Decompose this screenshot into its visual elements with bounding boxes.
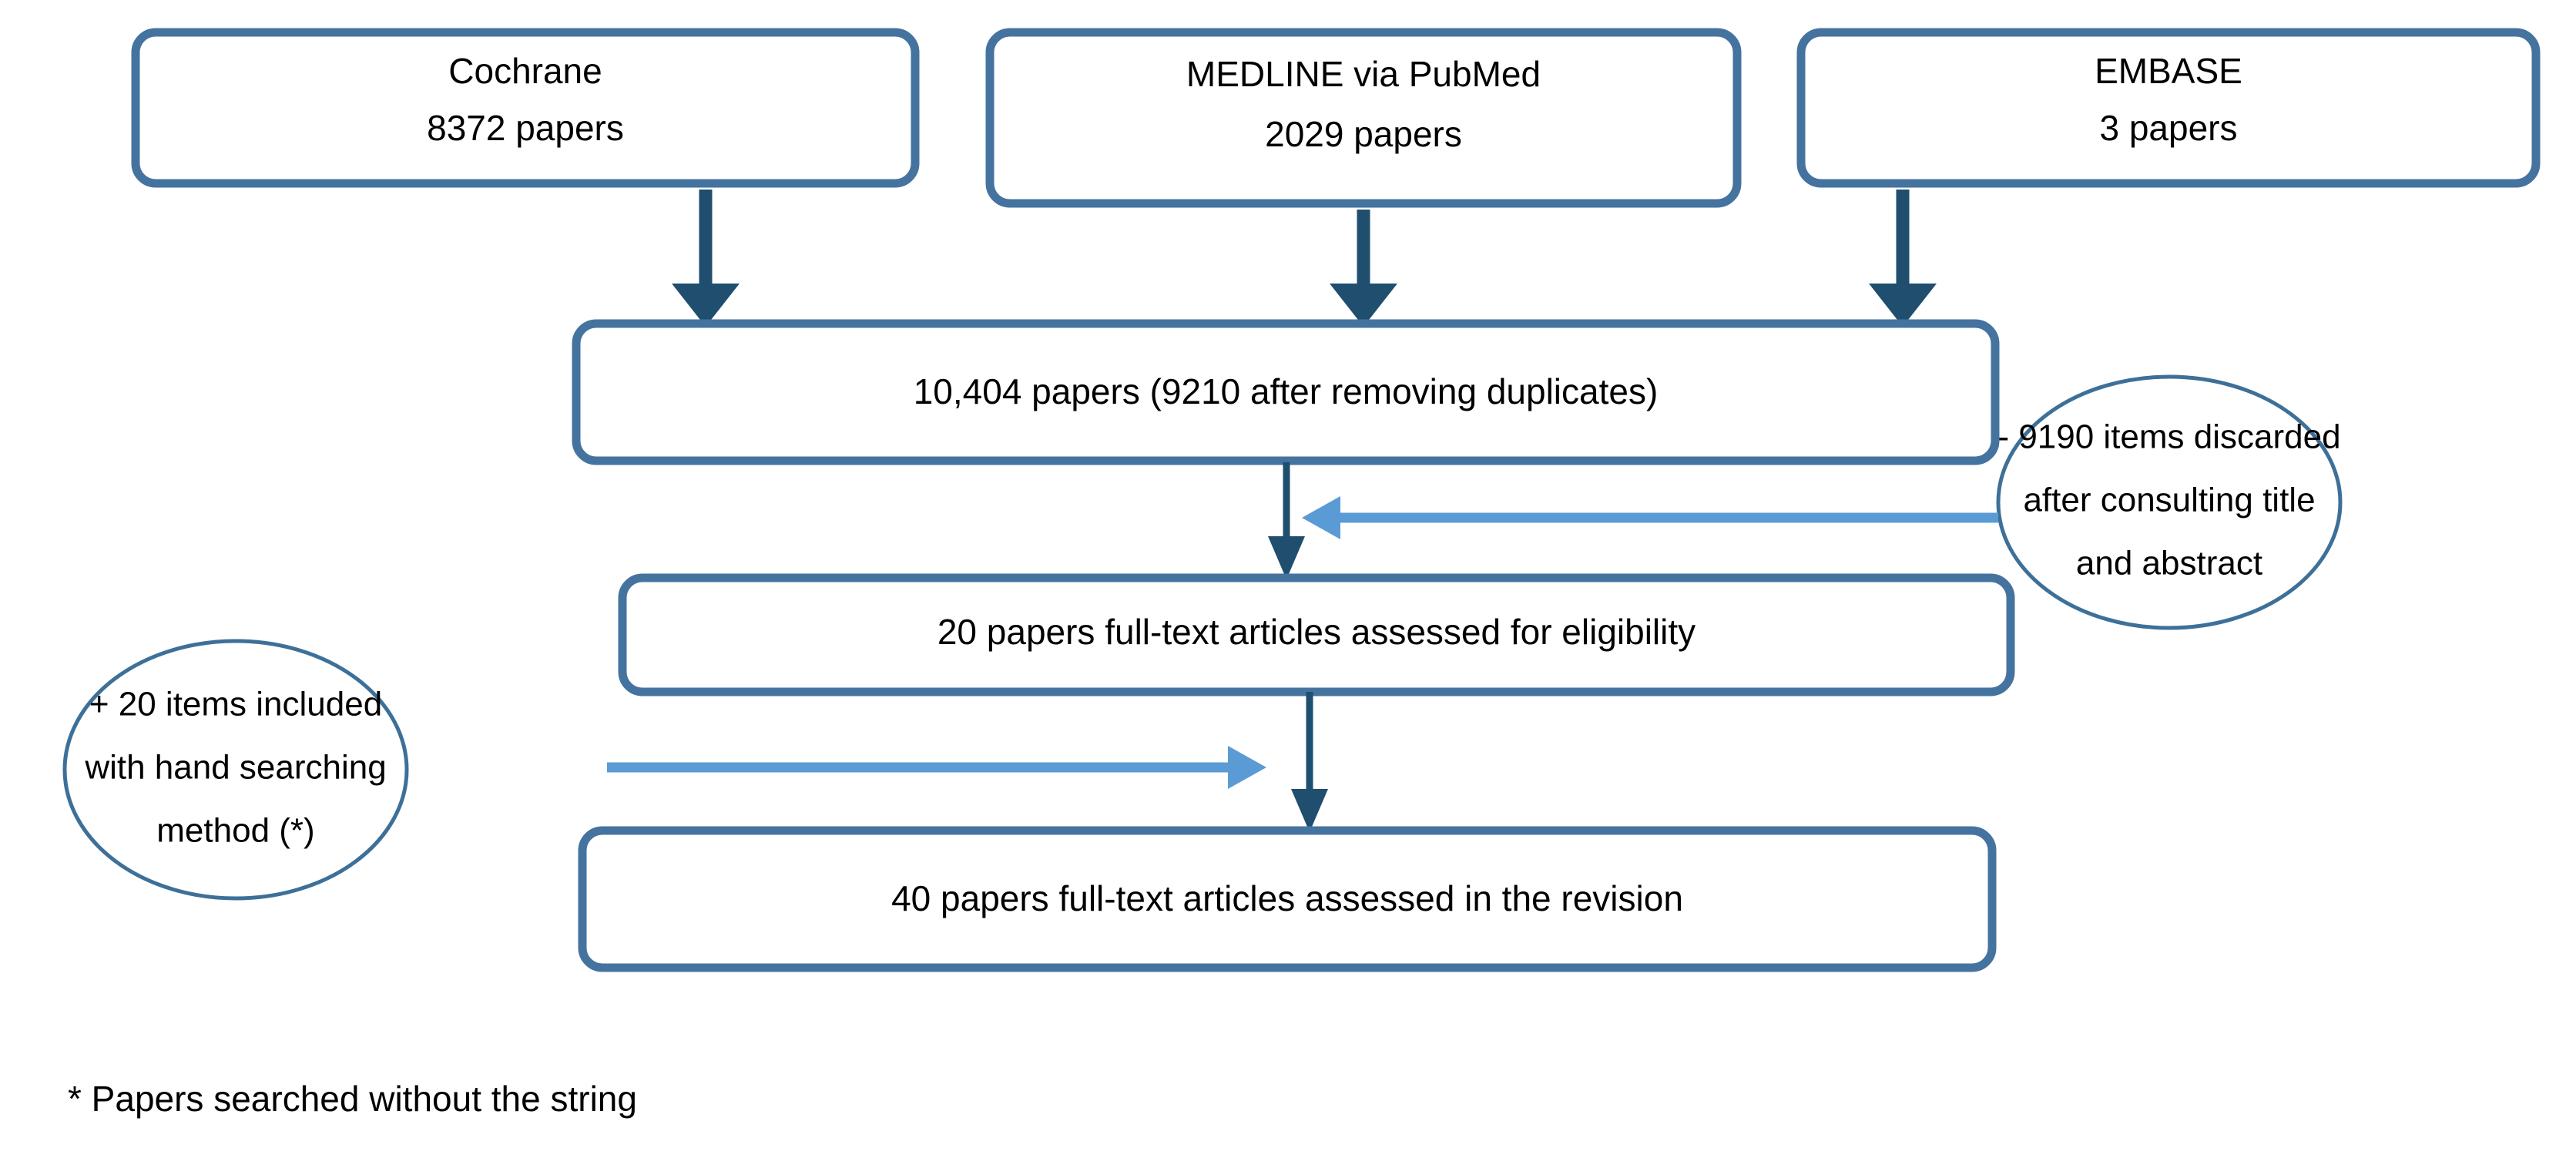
source-box-embase-line1: EMBASE (2095, 51, 2242, 91)
arrow-hand-search-to-spine (607, 746, 1266, 789)
source-box-cochrane-line1: Cochrane (448, 51, 602, 91)
source-node-embase[interactable]: EMBASE 3 papers (1796, 28, 2541, 188)
source-node-medline[interactable]: MEDLINE via PubMed 2029 papers (985, 28, 1742, 208)
annotation-excluded-line1: - 9190 items discarded (1997, 418, 2340, 456)
source-box-embase[interactable] (1796, 28, 2541, 188)
annotation-hand-search-line1: + 20 items included (89, 686, 382, 723)
stage-box-records-identified[interactable] (572, 319, 2000, 465)
arrow-pool-to-eligibility (1268, 462, 1305, 579)
arrow-embase-to-pool (1869, 190, 1937, 327)
stage-node-eligibility[interactable]: 20 papers full-text articles assessed fo… (618, 573, 2015, 696)
annotation-hand-search-line3: method (*) (156, 812, 314, 850)
source-box-cochrane[interactable] (131, 28, 920, 188)
stage-box-revision-label: 40 papers full-text articles assessed in… (891, 878, 1683, 918)
annotation-hand-search-line2: with hand searching (84, 749, 386, 787)
stage-box-revision[interactable] (578, 826, 1997, 972)
annotation-ellipse-excluded[interactable] (1996, 374, 2343, 630)
stage-box-eligibility-label: 20 papers full-text articles assessed fo… (937, 612, 1696, 652)
source-box-medline[interactable] (985, 28, 1742, 208)
annotation-node-excluded[interactable]: - 9190 items discarded after consulting … (1996, 374, 2343, 630)
source-box-medline-line1: MEDLINE via PubMed (1186, 54, 1541, 94)
stage-node-records-identified[interactable]: 10,404 papers (9210 after removing dupli… (572, 319, 2000, 465)
source-box-medline-line2: 2029 papers (1265, 114, 1462, 154)
source-box-cochrane-line2: 8372 papers (427, 108, 624, 148)
stage-box-eligibility[interactable] (618, 573, 2015, 696)
stage-box-records-identified-label: 10,404 papers (9210 after removing dupli… (914, 371, 1659, 411)
arrow-cochrane-to-pool (672, 190, 740, 327)
annotation-excluded-line3: and abstract (2076, 545, 2262, 582)
source-box-embase-line2: 3 papers (2099, 108, 2237, 148)
arrow-eligibility-to-revision (1291, 692, 1328, 832)
footnote-text: * Papers searched without the string (68, 1079, 637, 1119)
annotation-ellipse-hand-search[interactable] (62, 639, 409, 901)
source-node-cochrane[interactable]: Cochrane 8372 papers (131, 28, 920, 188)
stage-node-revision[interactable]: 40 papers full-text articles assessed in… (578, 826, 1997, 972)
annotation-node-hand-search[interactable]: + 20 items included with hand searching … (62, 639, 409, 901)
arrow-medline-to-pool (1330, 210, 1397, 327)
annotation-excluded-line2: after consulting title (2023, 482, 2315, 519)
arrow-excluded-to-spine (1302, 496, 1998, 539)
